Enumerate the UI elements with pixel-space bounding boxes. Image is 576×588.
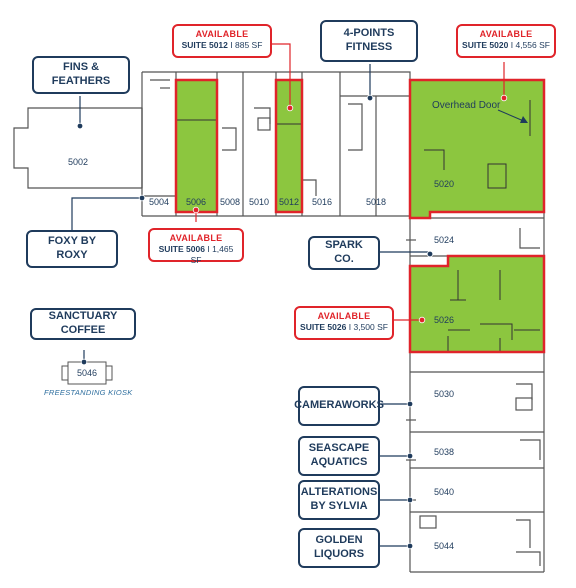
tenant-name: SPARK CO. [325, 239, 363, 265]
building-walls [13, 71, 545, 573]
red-leader-lines [195, 43, 505, 321]
tenant-name: SEASCAPE AQUATICS [308, 442, 370, 468]
suite-line: SUITE 5020 I 4,556 SF [462, 40, 550, 51]
unit-5038: 5038 [433, 447, 455, 457]
tenant-name: GOLDEN LIQUORS [313, 534, 365, 560]
suite-line: SUITE 5012 I 885 SF [178, 40, 266, 51]
suite-size: 885 SF [235, 40, 263, 51]
tenant-name: CAMERAWORKS [294, 399, 384, 412]
tenant-name: FOXY BY ROXY [47, 235, 97, 261]
suite-size: 1,465 SF [190, 244, 234, 265]
separator: I [348, 322, 352, 333]
available-heading: AVAILABLE [317, 311, 371, 321]
overhead-door-label: Overhead Door [432, 100, 501, 111]
available-callout-5026[interactable]: AVAILABLE SUITE 5026 I 3,500 SF [294, 306, 394, 340]
unit-5010: 5010 [248, 197, 270, 207]
separator: I [510, 40, 514, 51]
suite-line: SUITE 5026 I 3,500 SF [300, 322, 388, 333]
suite-number: SUITE 5012 [181, 40, 228, 51]
unit-5030: 5030 [433, 389, 455, 399]
callout-seascape-aquatics[interactable]: SEASCAPE AQUATICS [298, 436, 380, 476]
available-callout-5006[interactable]: AVAILABLE SUITE 5006 I 1,465 SF [148, 228, 244, 265]
unit-5016: 5016 [311, 197, 333, 207]
suite-interior-lines [176, 100, 540, 352]
suite-number: SUITE 5006 [158, 244, 205, 255]
suite-5006-fill[interactable] [176, 80, 217, 212]
callout-foxy-by-roxy[interactable]: FOXY BY ROXY [26, 230, 118, 268]
unit-5040: 5040 [433, 487, 455, 497]
tenant-name: FINS & FEATHERS [51, 61, 111, 87]
unit-5002: 5002 [67, 157, 89, 167]
pin-dots [76, 94, 434, 550]
unit-5018: 5018 [365, 197, 387, 207]
available-callout-5012[interactable]: AVAILABLE SUITE 5012 I 885 SF [172, 24, 272, 58]
suite-line: SUITE 5006 I 1,465 SF [154, 244, 238, 265]
overhead-door-arrow [497, 109, 528, 123]
unit-5026: 5026 [433, 315, 455, 325]
unit-5024: 5024 [433, 235, 455, 245]
callout-golden-liquors[interactable]: GOLDEN LIQUORS [298, 528, 380, 568]
tenant-name: ALTERATIONS BY SYLVIA [300, 486, 378, 512]
available-suite-fills [176, 80, 544, 352]
separator: I [207, 244, 210, 255]
tenant-name: 4-POINTS FITNESS [343, 27, 395, 53]
suite-size: 3,500 SF [353, 322, 388, 333]
unit-5044: 5044 [433, 541, 455, 551]
available-heading: AVAILABLE [169, 233, 223, 243]
callout-alterations-by-sylvia[interactable]: ALTERATIONS BY SYLVIA [298, 480, 380, 520]
freestanding-kiosk-note: FREESTANDING KIOSK [44, 388, 133, 397]
kiosk-shape [61, 361, 113, 385]
suite-5026-fill[interactable] [410, 256, 544, 352]
callout-4-points-fitness[interactable]: 4-POINTS FITNESS [320, 20, 418, 62]
suite-5012-fill[interactable] [276, 80, 302, 212]
unit-5006: 5006 [185, 197, 207, 207]
suite-size: 4,556 SF [515, 40, 550, 51]
unit-5046: 5046 [76, 368, 98, 378]
suite-5020-fill[interactable] [410, 80, 544, 218]
unit-5008: 5008 [219, 197, 241, 207]
available-callout-5020[interactable]: AVAILABLE SUITE 5020 I 4,556 SF [456, 24, 556, 58]
suite-number: SUITE 5020 [462, 40, 509, 51]
callout-sanctuary-coffee[interactable]: SANCTUARY COFFEE [30, 308, 136, 340]
available-heading: AVAILABLE [195, 29, 249, 39]
red-pin-dots [192, 94, 508, 324]
suite-number: SUITE 5026 [300, 322, 347, 333]
unit-5012: 5012 [278, 197, 300, 207]
available-heading: AVAILABLE [479, 29, 533, 39]
separator: I [230, 40, 233, 51]
unit-5004: 5004 [148, 197, 170, 207]
unit-5020: 5020 [433, 179, 455, 189]
tenant-name: SANCTUARY COFFEE [48, 310, 118, 336]
callout-fins-feathers[interactable]: FINS & FEATHERS [32, 56, 130, 94]
callout-spark-co[interactable]: SPARK CO. [308, 236, 380, 270]
callout-cameraworks[interactable]: CAMERAWORKS [294, 386, 384, 426]
